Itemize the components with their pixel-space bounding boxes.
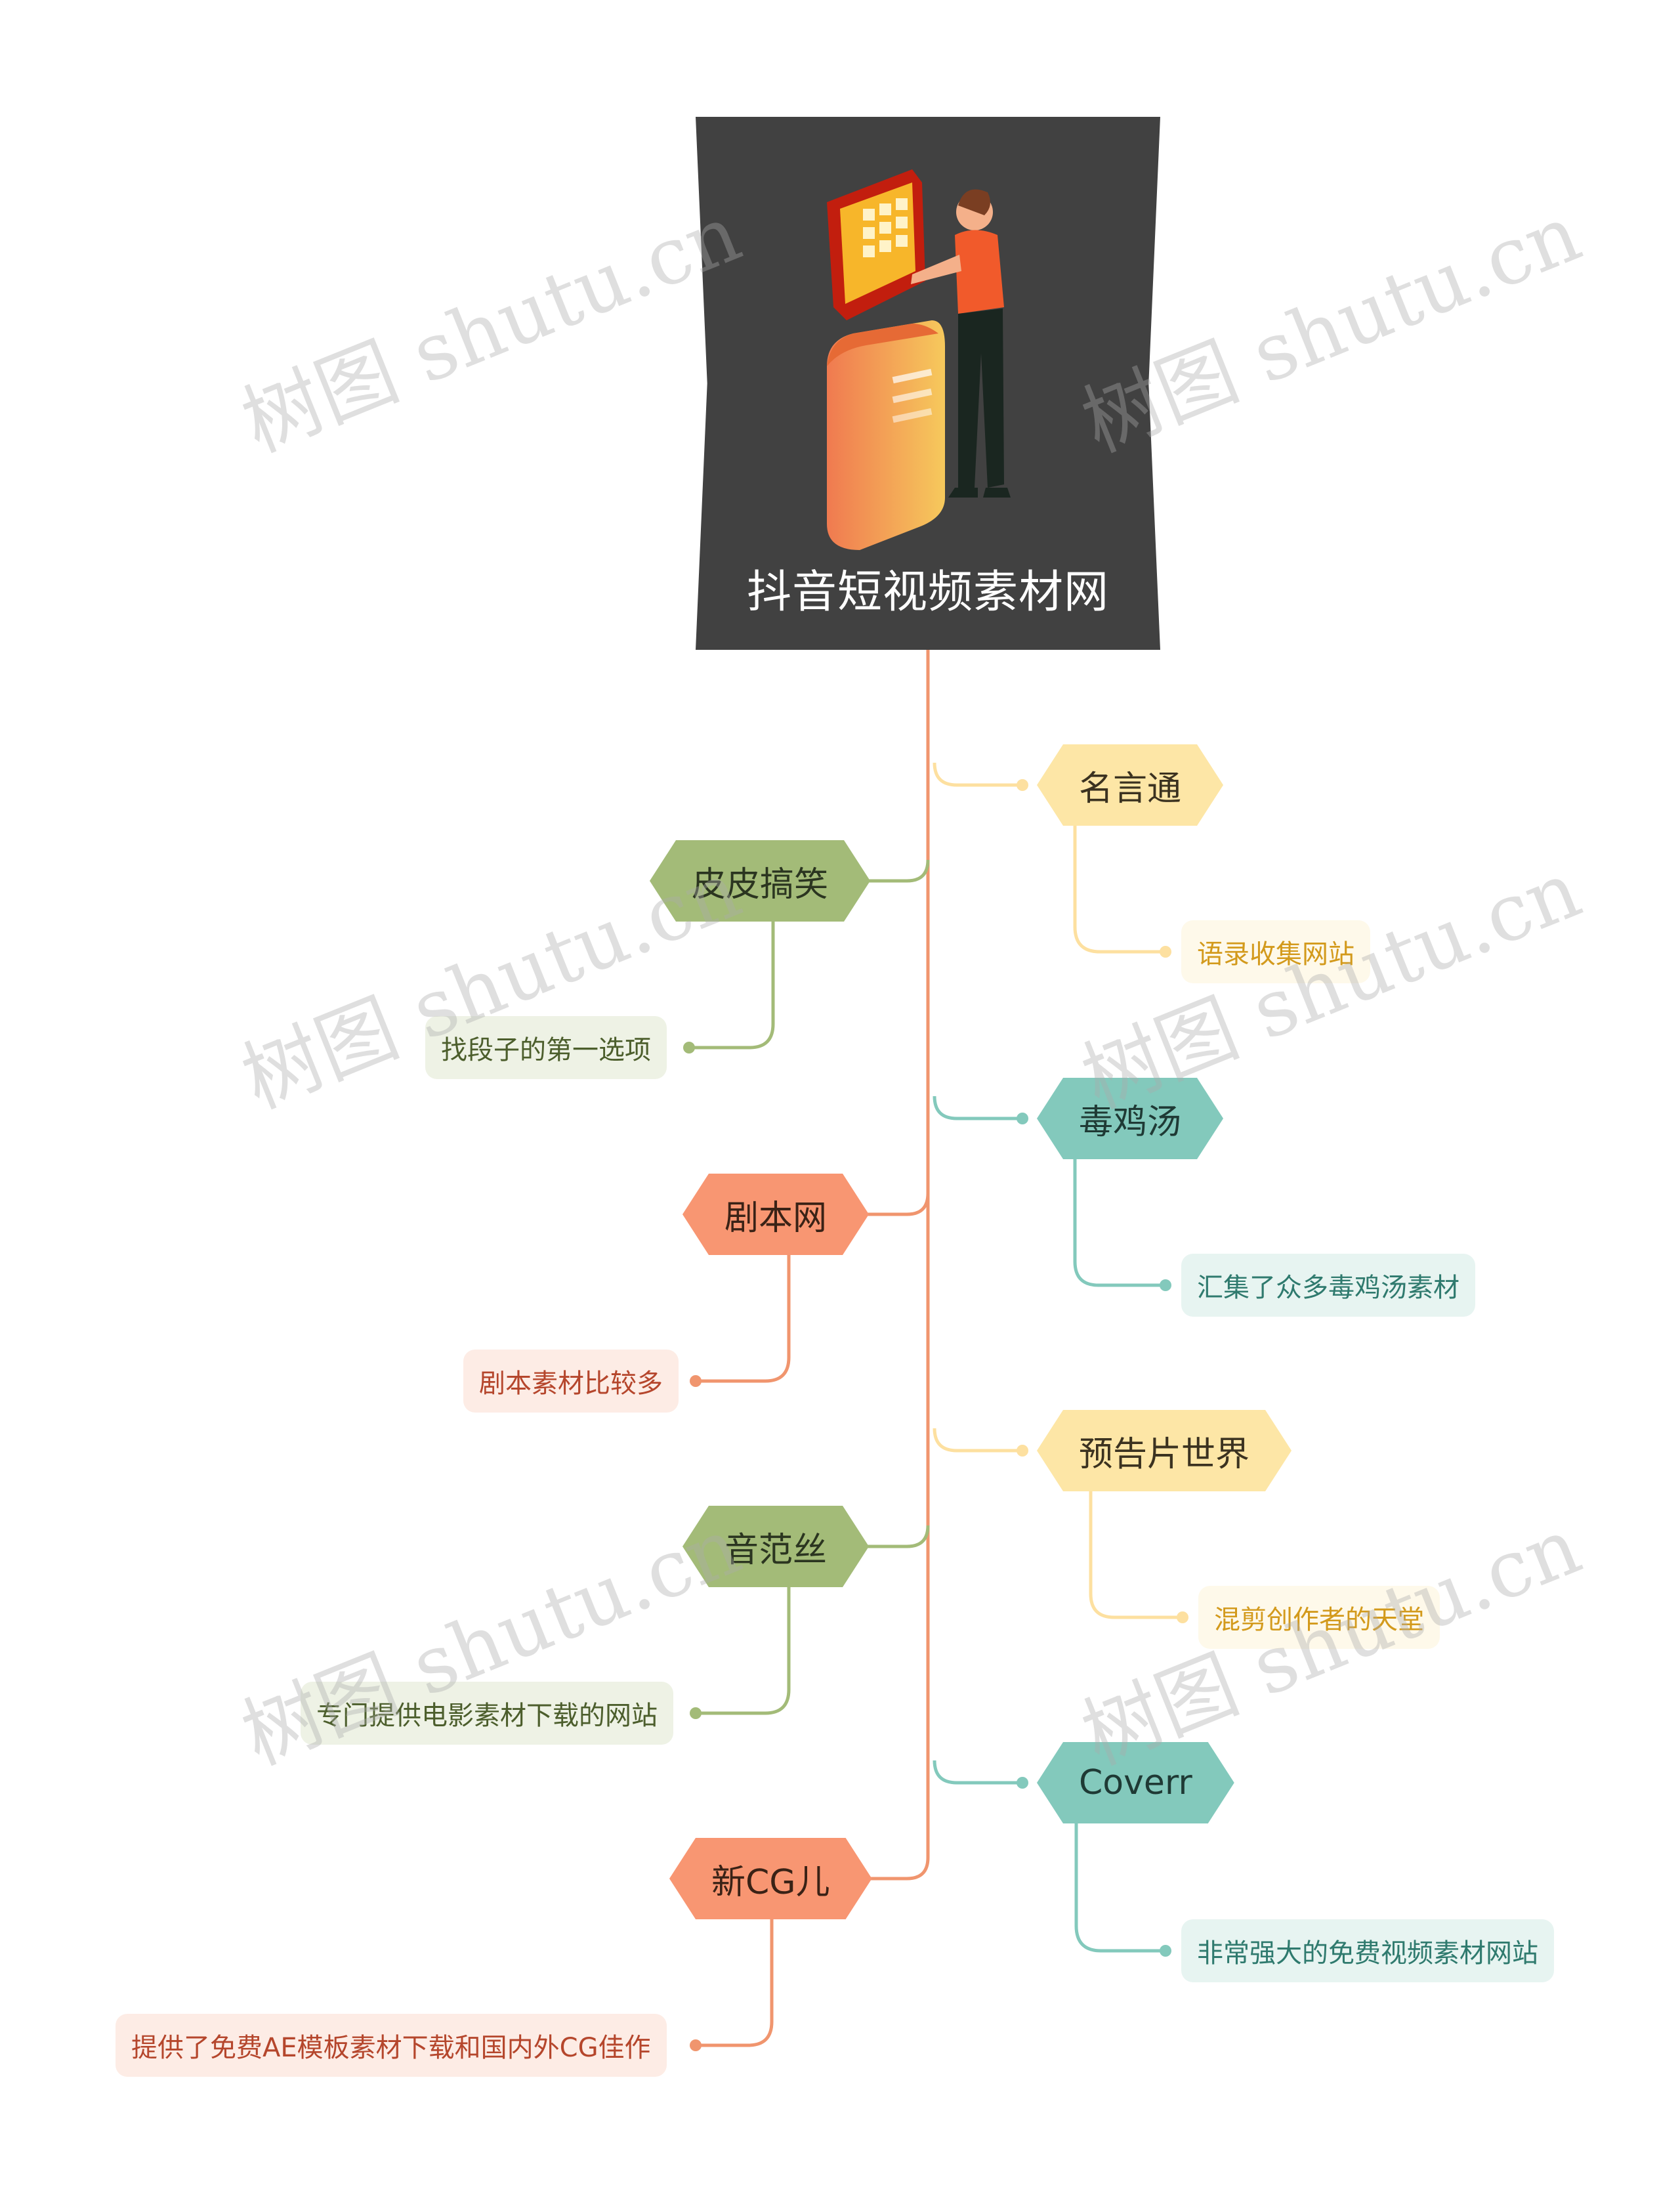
topic-label: Coverr: [1079, 1763, 1192, 1802]
note-yinfansi[interactable]: 专门提供电影素材下载的网站: [301, 1682, 673, 1745]
root-title: 抖音短视频素材网: [746, 566, 1109, 618]
note-coverr[interactable]: 非常强大的免费视频素材网站: [1181, 1919, 1554, 1982]
topic-yugaopianshijie[interactable]: 预告片世界: [1037, 1410, 1292, 1491]
topic-label: 名言通: [1079, 769, 1182, 809]
topic-label: 预告片世界: [1079, 1434, 1250, 1474]
topic-coverr[interactable]: Coverr: [1037, 1742, 1234, 1823]
note-text: 非常强大的免费视频素材网站: [1197, 1938, 1538, 1969]
note-text: 剧本素材比较多: [479, 1369, 663, 1399]
topic-yinfansi[interactable]: 音范丝: [682, 1506, 869, 1587]
topic-pipigaoxiao[interactable]: 皮皮搞笑: [650, 840, 870, 922]
connector-coverr: [933, 1760, 1022, 1785]
note-yugaopianshijie[interactable]: 混剪创作者的天堂: [1198, 1586, 1440, 1649]
topic-label: 毒鸡汤: [1079, 1102, 1182, 1142]
connector-pipi: [840, 859, 930, 883]
connector-dujitang: [933, 1096, 1022, 1120]
connector-mingyantong: [933, 762, 1022, 787]
connector-yugaopian: [933, 1428, 1022, 1453]
topic-xincger[interactable]: 新CG儿: [669, 1838, 872, 1919]
note-text: 汇集了众多毒鸡汤素材: [1197, 1273, 1460, 1303]
note-text: 提供了免费AE模板素材下载和国内外CG佳作: [131, 2033, 651, 2063]
kiosk-user-illustration-icon: [827, 169, 1011, 550]
note-dujitang[interactable]: 汇集了众多毒鸡汤素材: [1181, 1254, 1475, 1317]
root-node[interactable]: 抖音短视频素材网: [696, 117, 1160, 650]
connector-yinfansi: [840, 1525, 930, 1548]
topic-label: 剧本网: [724, 1198, 828, 1238]
topic-jubenwang[interactable]: 剧本网: [682, 1174, 869, 1255]
note-jubenwang[interactable]: 剧本素材比较多: [463, 1350, 679, 1413]
note-text: 语录收集网站: [1197, 939, 1354, 969]
topic-label: 音范丝: [724, 1530, 828, 1570]
topic-label: 皮皮搞笑: [692, 864, 829, 905]
note-text: 找段子的第一选项: [441, 1035, 651, 1065]
topic-label: 新CG儿: [711, 1862, 830, 1902]
topic-mingyantong[interactable]: 名言通: [1037, 744, 1223, 826]
trunk-line: [840, 650, 930, 1881]
note-pipigaoxiao[interactable]: 找段子的第一选项: [425, 1016, 667, 1079]
topic-dujitang[interactable]: 毒鸡汤: [1037, 1078, 1223, 1159]
connector-juben: [840, 1193, 930, 1216]
note-text: 混剪创作者的天堂: [1214, 1605, 1424, 1635]
note-text: 专门提供电影素材下载的网站: [316, 1701, 658, 1731]
note-mingyantong[interactable]: 语录收集网站: [1181, 920, 1370, 983]
note-xincger[interactable]: 提供了免费AE模板素材下载和国内外CG佳作: [116, 2014, 667, 2077]
